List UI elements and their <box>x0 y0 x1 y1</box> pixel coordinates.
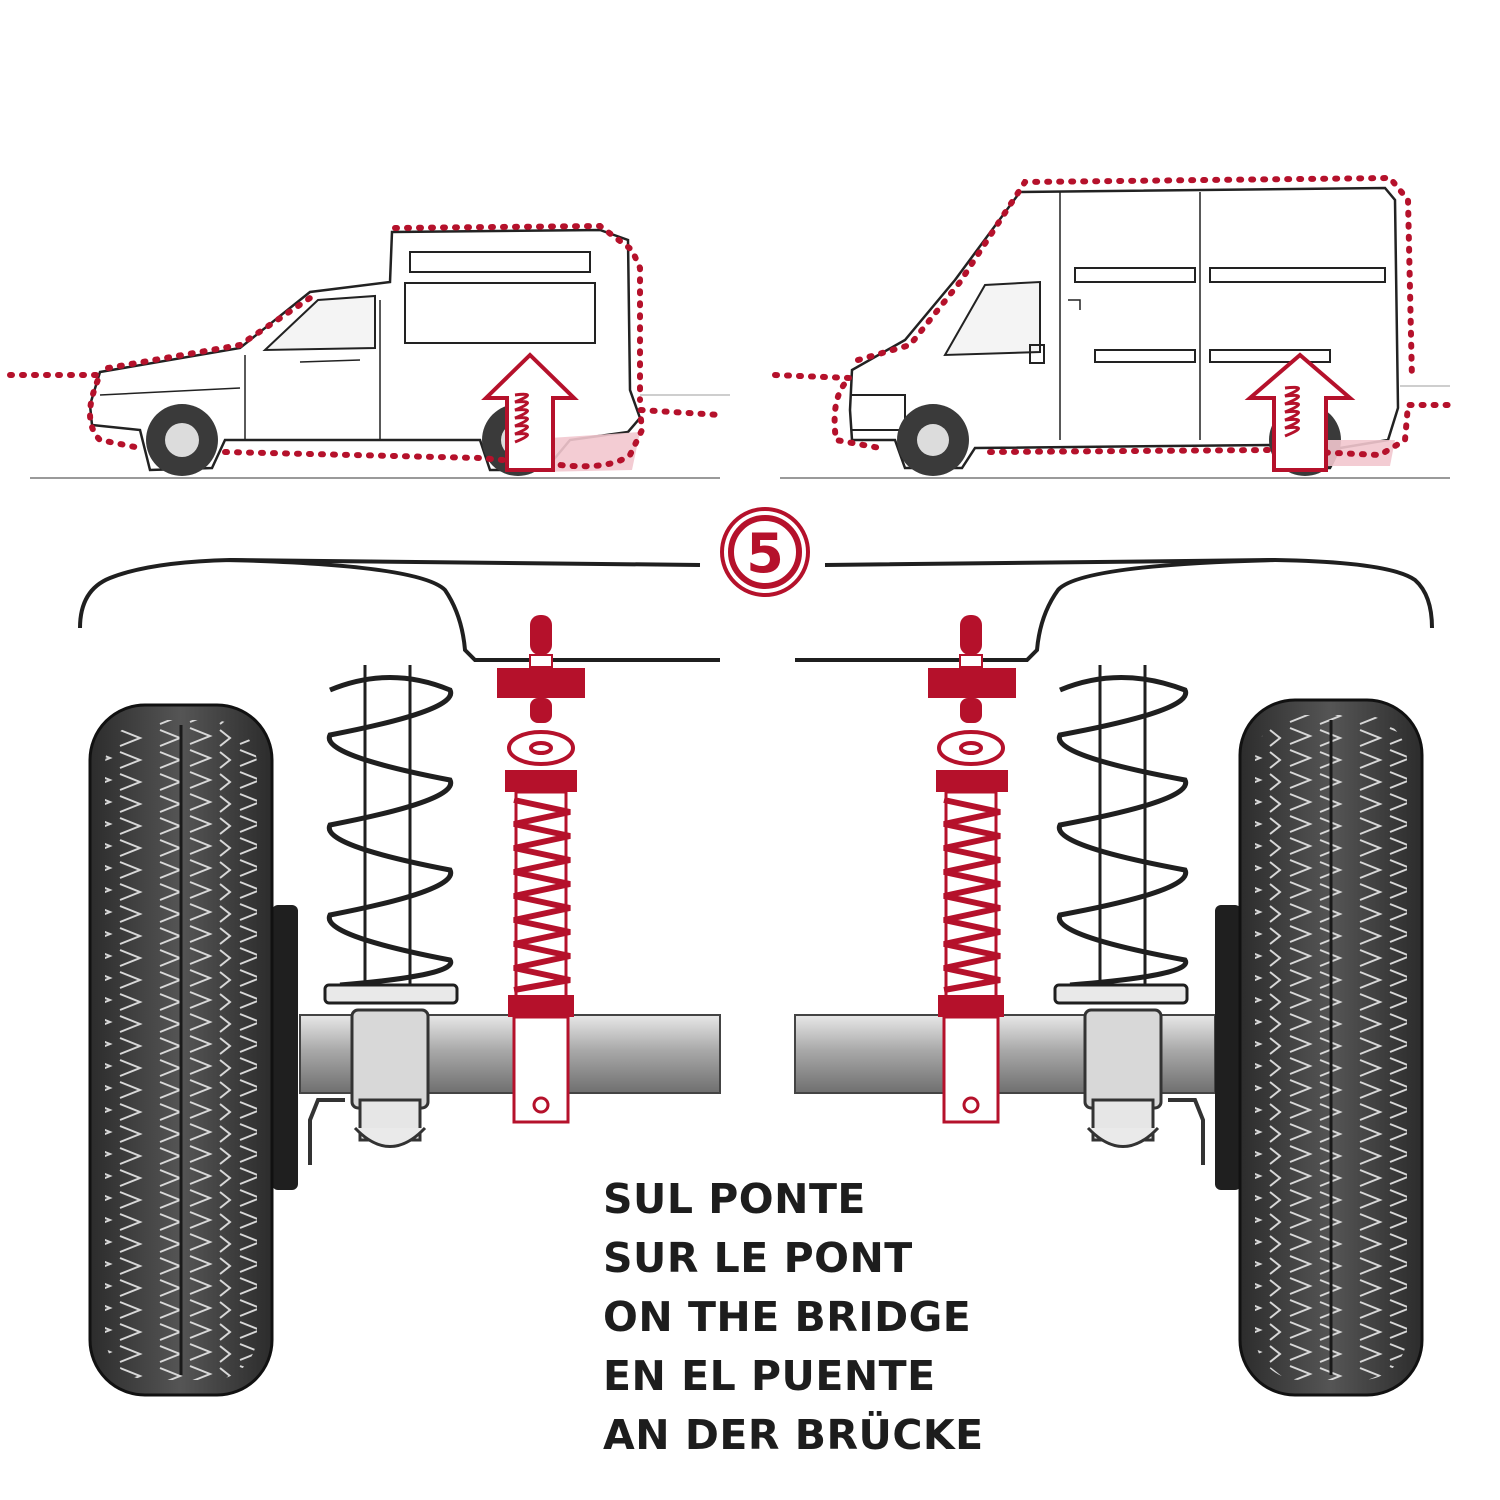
small-van-coil-spring-icon <box>514 392 529 444</box>
step-number: 5 <box>746 522 784 585</box>
caption-spanish: EN EL PUENTE <box>603 1352 936 1400</box>
step-badge: 5 <box>720 507 810 597</box>
caption-french: SUR LE PONT <box>603 1234 913 1282</box>
installation-caption: SUL PONTE SUR LE PONT ON THE BRIDGE EN E… <box>603 1170 1123 1465</box>
caption-english: ON THE BRIDGE <box>603 1293 972 1341</box>
right-shock-absorber-icon <box>928 615 1016 1124</box>
right-coil-spring-icon <box>1053 665 1189 1005</box>
axle-right <box>794 1008 1216 1165</box>
small-van-lowered-outline <box>7 222 723 470</box>
caption-german: AN DER BRÜCKE <box>603 1411 984 1459</box>
right-tire-icon <box>1215 698 1424 1397</box>
panel-van-up-arrow-icon <box>1244 352 1356 472</box>
vehicle-body-outline <box>78 557 1434 662</box>
axle-left <box>299 1008 721 1165</box>
panel-van-coil-spring-icon <box>1284 385 1300 438</box>
caption-italian: SUL PONTE <box>603 1175 866 1223</box>
panel-van-illustration <box>772 174 1453 479</box>
panel-van-lowered-outline <box>772 174 1453 459</box>
left-tire-icon <box>88 703 298 1397</box>
left-coil-spring-icon <box>323 665 459 1005</box>
small-van-illustration <box>7 222 730 479</box>
left-shock-absorber-icon <box>497 615 585 1124</box>
small-van-up-arrow-icon <box>481 352 579 472</box>
